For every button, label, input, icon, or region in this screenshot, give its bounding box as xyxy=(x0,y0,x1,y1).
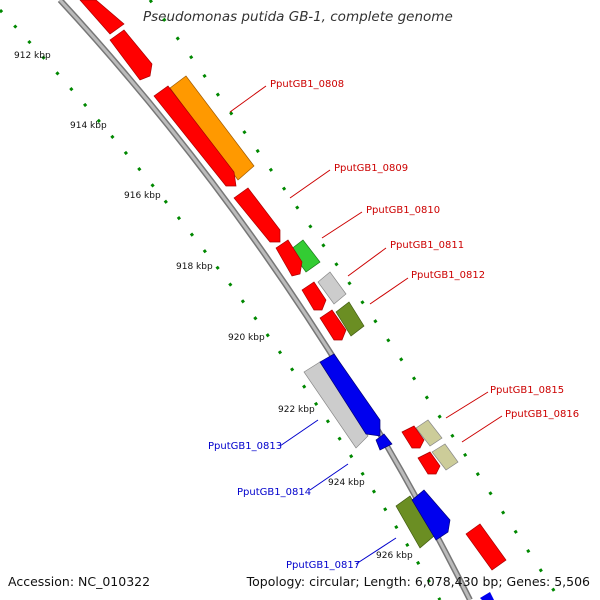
gene-gray-0811 xyxy=(317,271,347,305)
dotted-track-outer xyxy=(148,0,562,600)
scale-label: 924 kbp xyxy=(328,478,365,488)
gene-label-0809: PputGB1_0809 xyxy=(334,163,408,174)
gene-label-0816: PputGB1_0816 xyxy=(505,409,579,420)
accession-text: Accession: NC_010322 xyxy=(8,574,151,589)
gene-label-0808: PputGB1_0808 xyxy=(270,79,344,90)
gene-label-0810: PputGB1_0810 xyxy=(366,205,440,216)
gene-gray-0813 xyxy=(303,361,369,449)
gene-label-0817: PputGB1_0817 xyxy=(286,560,360,571)
scale-labels: 912 kbp 914 kbp 916 kbp 918 kbp 920 kbp … xyxy=(14,51,413,561)
scale-label: 914 kbp xyxy=(70,121,107,131)
gene-blue-0814 xyxy=(319,353,381,437)
scale-label: 922 kbp xyxy=(278,405,315,415)
gene-labels: PputGB1_0808 PputGB1_0809 PputGB1_0810 P… xyxy=(208,79,579,571)
scale-label: 918 kbp xyxy=(176,262,213,272)
gene-blue-0817b xyxy=(411,489,451,541)
label-leaders xyxy=(229,85,503,565)
genome-info-text: Topology: circular; Length: 6,078,430 bp… xyxy=(246,574,590,589)
scale-label: 920 kbp xyxy=(228,333,265,343)
scale-label: 912 kbp xyxy=(14,51,51,61)
gene-khaki-0816 xyxy=(431,443,459,471)
gene-label-0812: PputGB1_0812 xyxy=(411,270,485,281)
reverse-genes xyxy=(303,353,451,549)
gene-olive-0812 xyxy=(335,301,365,337)
map-title: Pseudomonas putida GB-1, complete genome xyxy=(143,9,453,25)
scale-label: 926 kbp xyxy=(376,551,413,561)
gene-khaki-0815 xyxy=(415,419,443,447)
gene-red-forward-1 xyxy=(465,523,507,571)
gene-label-0815: PputGB1_0815 xyxy=(490,385,564,396)
scale-label: 916 kbp xyxy=(124,191,161,201)
gene-label-0811: PputGB1_0811 xyxy=(390,240,464,251)
gene-label-0814: PputGB1_0814 xyxy=(237,487,311,498)
cds-genes xyxy=(79,0,494,600)
dotted-track-inner xyxy=(0,8,442,600)
gene-label-0813: PputGB1_0813 xyxy=(208,441,282,452)
forward-genes xyxy=(169,75,507,571)
